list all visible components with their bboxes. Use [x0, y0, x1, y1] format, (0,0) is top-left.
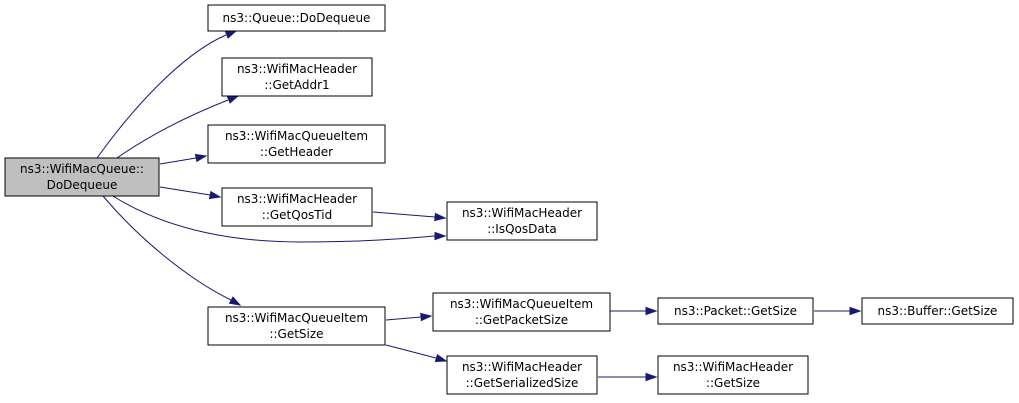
node-label: ::GetPacketSize [475, 313, 568, 327]
node-label: ns3::WifiMacHeader [462, 206, 582, 220]
arrowhead-icon [434, 212, 447, 222]
edge-n6-n8 [385, 344, 448, 363]
node-box [221, 187, 373, 227]
node-label: ns3::Packet::GetSize [674, 304, 797, 318]
node-label: ::IsQosData [487, 222, 557, 236]
node-label: ns3::WifiMacHeader [237, 192, 357, 206]
edge-n8-n10 [598, 372, 658, 382]
node-box [432, 292, 611, 332]
edges-layer [96, 30, 862, 382]
function-node[interactable]: ns3::WifiMacHeader::GetAddr1 [221, 57, 373, 97]
edge-line [385, 344, 437, 359]
edge-n4-n5 [372, 211, 447, 222]
edge-line [96, 34, 227, 159]
arrowhead-icon [208, 190, 222, 200]
arrowhead-icon [224, 30, 238, 39]
node-label: ns3::WifiMacQueueItem [450, 297, 593, 311]
arrowhead-icon [194, 153, 208, 163]
node-label: ns3::WifiMacQueue:: [20, 162, 144, 176]
node-label: ::GetHeader [260, 145, 333, 159]
node-label: ::GetQosTid [262, 208, 332, 222]
node-label: ns3::Queue::DoDequeue [223, 11, 371, 25]
arrowhead-icon [420, 312, 433, 322]
node-box [207, 4, 386, 32]
function-node[interactable]: ns3::WifiMacHeader::GetSize [657, 355, 809, 395]
arrowhead-icon [849, 306, 862, 316]
node-label: ::GetSerializedSize [466, 376, 579, 390]
edge-line [116, 99, 229, 159]
function-node[interactable]: ns3::WifiMacHeader::GetQosTid [221, 187, 373, 227]
node-label: ns3::WifiMacQueueItem [225, 129, 368, 143]
root-function-node: ns3::WifiMacQueue::DoDequeue [4, 157, 160, 197]
function-node[interactable]: ns3::WifiMacHeader::GetSerializedSize [446, 355, 598, 395]
edge-n0-n4 [159, 186, 222, 200]
node-box [4, 157, 160, 197]
node-label: ns3::WifiMacHeader [237, 62, 357, 76]
arrowhead-icon [434, 231, 447, 241]
arrowhead-icon [434, 353, 448, 363]
function-node[interactable]: ns3::WifiMacHeader::IsQosData [446, 201, 598, 241]
node-label: ::GetAddr1 [264, 78, 329, 92]
edge-line [102, 195, 232, 301]
edge-line [385, 316, 422, 321]
edge-n0-n3 [159, 153, 208, 165]
node-box [207, 124, 386, 164]
function-node[interactable]: ns3::WifiMacQueueItem::GetHeader [207, 124, 386, 164]
node-label: DoDequeue [47, 178, 118, 192]
arrowhead-icon [645, 372, 658, 382]
node-box [657, 297, 814, 325]
function-node[interactable]: ns3::Packet::GetSize [657, 297, 814, 325]
node-box [446, 201, 598, 241]
function-node[interactable]: ns3::WifiMacQueueItem::GetSize [207, 306, 386, 346]
node-label: ns3::WifiMacQueueItem [225, 311, 368, 325]
edge-line [372, 211, 436, 218]
node-label: ns3::Buffer::GetSize [878, 304, 998, 318]
edge-line [159, 186, 211, 196]
function-node[interactable]: ns3::Queue::DoDequeue [207, 4, 386, 32]
edge-n0-n6 [102, 195, 242, 306]
edge-line [159, 157, 197, 165]
arrowhead-icon [645, 306, 658, 316]
edge-line [112, 195, 436, 243]
arrowhead-icon [228, 296, 242, 306]
node-label: ns3::WifiMacHeader [462, 360, 582, 374]
node-label: ::GetSize [269, 327, 323, 341]
node-box [657, 355, 809, 395]
edge-n6-n7 [385, 312, 433, 322]
node-label: ::GetSize [706, 376, 760, 390]
node-box [446, 355, 598, 395]
node-label: ns3::WifiMacHeader [673, 360, 793, 374]
node-box [221, 57, 373, 97]
edge-n9-n11 [814, 306, 862, 316]
node-box [861, 297, 1014, 325]
function-node[interactable]: ns3::WifiMacQueueItem::GetPacketSize [432, 292, 611, 332]
arrowhead-icon [226, 95, 240, 104]
nodes-layer: ns3::WifiMacQueue::DoDequeue ns3::Queue::… [4, 4, 1014, 395]
edge-n7-n9 [610, 306, 658, 316]
edge-n0-n5 [112, 195, 447, 243]
node-box [207, 306, 386, 346]
function-node[interactable]: ns3::Buffer::GetSize [861, 297, 1014, 325]
